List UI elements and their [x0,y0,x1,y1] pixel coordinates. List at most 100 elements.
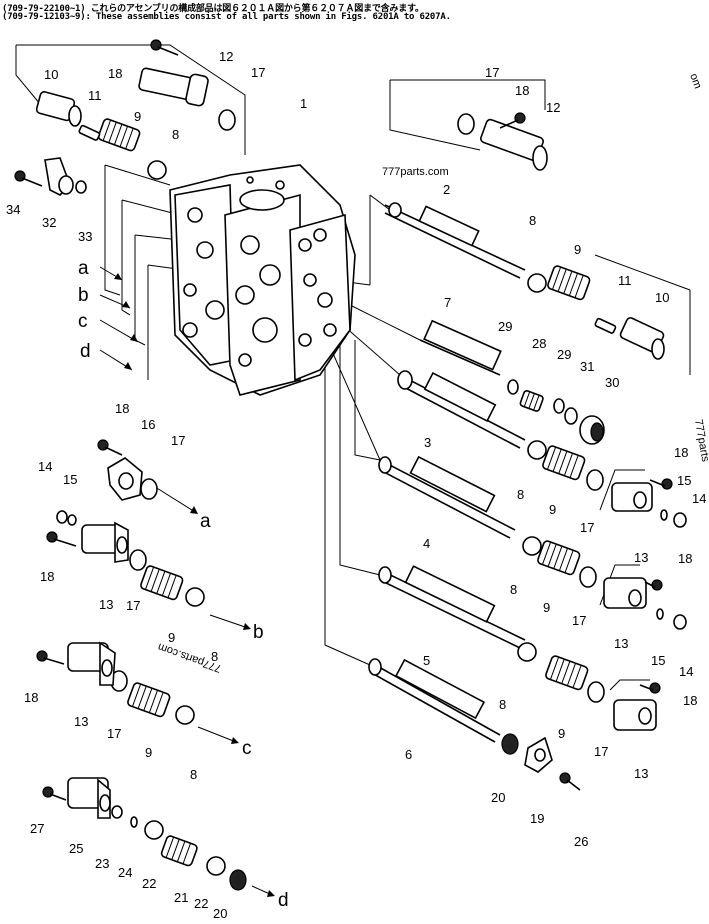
callout-11-left: 11 [88,88,102,103]
cover-25 [67,777,111,819]
callout-8-l2: 8 [190,767,197,782]
callout-24: 24 [118,865,132,880]
callout-23: 23 [95,856,109,871]
callout-9-r1: 9 [574,242,581,257]
cover-13-right-2 [603,577,647,609]
cap-12-top [138,67,209,107]
callout-10-left: 10 [44,67,58,82]
valve-body-part-1 [169,164,356,396]
callout-9-l2: 9 [145,745,152,760]
bolt-18-right-1 [649,478,673,490]
callout-13-l1: 13 [99,597,113,612]
letter-c-left: c [78,311,88,332]
callout-8-r1: 8 [529,213,536,228]
letter-a-left: a [78,258,89,279]
spring-9-left-1 [140,565,184,601]
callout-13-r3: 13 [634,766,648,781]
cover-16 [107,457,143,501]
callout-17-l2: 17 [107,726,121,741]
callout-9-top: 9 [134,109,141,124]
header-line-japanese: (709-79-22100~1) これらのアセンブリの構成部品は図６２０１Ａ図か… [2,4,424,14]
bolt-18-right-3 [639,682,661,694]
cover-parts [44,157,657,819]
cap-12-right [480,118,548,171]
callout-14-left: 14 [38,459,52,474]
callout-18-top-left: 18 [108,66,122,81]
callout-17-right: 17 [485,65,499,80]
callout-15-r2: 15 [651,653,665,668]
callout-32: 32 [42,215,56,230]
plug-14-right-1 [673,512,687,528]
spring-9-left-2 [127,682,171,718]
plug-14-right-2 [673,614,687,630]
callout-22-left: 22 [142,876,156,891]
bolt-18-top-right [499,112,526,129]
callout-19: 19 [530,811,544,826]
callout-8-r4: 8 [499,697,506,712]
callout-numbers: 1 2 3 4 5 6 7 8 8 8 8 8 8 8 9 9 9 9 9 9 … [6,49,706,921]
spool-part-2 [384,202,526,279]
callout-29-left: 29 [498,319,512,334]
letter-b-arrow: b [253,622,264,643]
cap-parts [35,67,665,445]
cover-13-right-1 [611,482,653,512]
callout-15-r1: 15 [677,473,691,488]
bolt-27 [42,786,67,801]
cover-13-left-2 [67,641,116,686]
cap-30 [579,415,605,445]
spring-9-top-left [97,118,141,152]
callout-17-l1: 17 [126,598,140,613]
spring-28 [519,390,544,412]
letter-d-arrow: d [278,890,289,911]
callout-2: 2 [443,182,450,197]
cover-13-right-3 [613,699,657,731]
spring-11-right [594,317,617,334]
callout-4: 4 [423,536,430,551]
callout-10-right: 10 [655,290,669,305]
callout-9-r2: 9 [549,502,556,517]
spring-21 [160,835,198,867]
spool-part-4 [378,455,516,539]
cover-19 [524,736,553,773]
callout-12-top: 12 [219,49,233,64]
callout-18-r3: 18 [683,693,697,708]
callout-31: 31 [580,359,594,374]
callout-6: 6 [405,747,412,762]
bolt-18-a [97,439,123,456]
callout-9-l1: 9 [168,630,175,645]
callout-1: 1 [300,96,307,111]
callout-20-bottom: 20 [213,906,227,921]
bolt-18-left-2 [36,650,65,665]
callout-13-r1: 13 [634,550,648,565]
letter-c-arrow: c [242,738,252,759]
callout-29-right: 29 [557,347,571,362]
callout-18-r2: 18 [678,551,692,566]
callout-8-l1: 8 [211,649,218,664]
callout-13-r2: 13 [614,636,628,651]
spool-part-7 [419,319,502,376]
callout-18-r1: 18 [674,445,688,460]
callout-3: 3 [424,435,431,450]
spring-9-right-2 [542,445,586,481]
callout-20-right: 20 [491,790,505,805]
callout-11-right: 11 [618,273,632,288]
callout-16: 16 [141,417,155,432]
letter-d-left: d [80,341,91,362]
cover-32 [44,157,74,196]
o-ring-parts [75,109,605,703]
callout-15-left: 15 [63,472,77,487]
spool-part-3 [397,370,526,449]
cap-10-left [35,91,82,127]
callout-5: 5 [423,653,430,668]
callout-22-right: 22 [194,896,208,911]
callout-8-r3: 8 [510,582,517,597]
bolt-18-top-left [150,39,179,56]
bolt-34 [14,170,43,187]
callout-9-r3: 9 [543,600,550,615]
watermark-right-top: om [687,72,704,90]
callout-17-r1: 17 [580,520,594,535]
bolt-18-right-2 [644,579,663,591]
callout-33: 33 [78,229,92,244]
callout-17-r2: 17 [572,613,586,628]
